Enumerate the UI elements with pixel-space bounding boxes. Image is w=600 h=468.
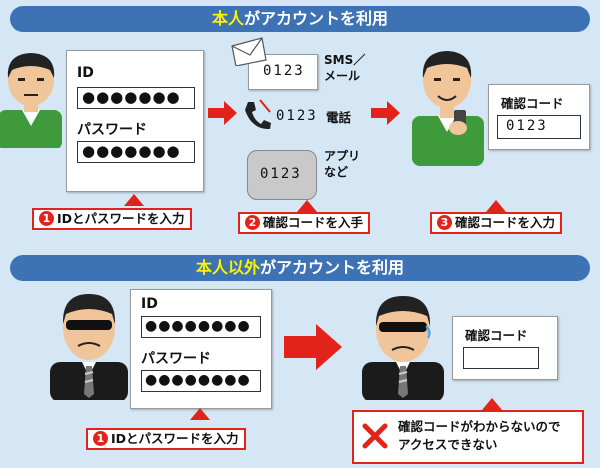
attacker-step-1-number: 1 — [93, 431, 108, 446]
password-field[interactable]: ●●●●●●● — [77, 141, 195, 163]
confirm-value: 0123 — [506, 118, 548, 134]
sms-label: SMS／ メール — [324, 52, 365, 84]
attacker-login-panel: ID ●●●●●●●● パスワード ●●●●●●●● — [130, 289, 272, 409]
owner-with-phone-icon — [412, 51, 484, 166]
attacker-confirm-field[interactable] — [463, 347, 539, 369]
arrow-right-icon — [371, 101, 400, 125]
pointer-icon — [486, 200, 506, 212]
phone-icon — [245, 99, 271, 130]
arrow-right-icon — [208, 101, 237, 125]
attacker-id-value: ●●●●●●●● — [145, 318, 251, 334]
step-1-number: 1 — [39, 211, 54, 226]
step-2-number: 2 — [245, 215, 260, 230]
pointer-icon — [297, 200, 317, 212]
id-field[interactable]: ●●●●●●● — [77, 87, 195, 109]
attacker-confirm-label: 確認コード — [465, 328, 528, 343]
app-code: 0123 — [260, 166, 302, 182]
attacker-id-field[interactable]: ●●●●●●●● — [141, 316, 261, 338]
confirm-field[interactable]: 0123 — [497, 115, 581, 139]
step-3-text: 確認コードを入力 — [455, 215, 556, 230]
password-value: ●●●●●●● — [82, 142, 181, 160]
id-value: ●●●●●●● — [82, 88, 181, 106]
pointer-icon — [124, 194, 144, 206]
banner-attacker: 本人以外がアカウントを利用 — [10, 255, 590, 281]
banner-text: がアカウントを利用 — [260, 258, 405, 277]
attacker-password-value: ●●●●●●●● — [145, 372, 251, 388]
app-label: アプリ など — [324, 148, 360, 180]
step-3-number: 3 — [437, 215, 452, 230]
step-2-text: 確認コードを入手 — [263, 215, 364, 230]
step-1-text: IDとパスワードを入力 — [57, 211, 185, 226]
envelope-icon — [231, 37, 267, 66]
sms-code: 0123 — [263, 63, 305, 79]
id-label: ID — [77, 65, 94, 81]
password-label: パスワード — [77, 122, 147, 138]
fail-line2: アクセスできない — [398, 437, 498, 452]
arrow-right-icon — [284, 324, 342, 370]
banner-highlight: 本人 — [211, 9, 244, 28]
login-panel: ID ●●●●●●● パスワード ●●●●●●● — [66, 50, 204, 192]
app-label-line1: アプリ — [324, 149, 361, 163]
attacker-password-label: パスワード — [141, 351, 211, 367]
cross-icon — [362, 423, 388, 449]
attacker-confirm-panel: 確認コード — [452, 316, 558, 380]
fail-box: 確認コードがわからないので アクセスできない — [352, 410, 584, 464]
attacker-person-icon — [362, 296, 444, 400]
sms-label-line1: SMS／ — [324, 53, 366, 67]
phone-code: 0123 — [276, 108, 318, 124]
banner-owner: 本人がアカウントを利用 — [10, 6, 590, 32]
sms-label-line2: メール — [324, 69, 361, 83]
attacker-id-label: ID — [141, 296, 158, 312]
confirm-label: 確認コード — [501, 96, 564, 111]
banner-text: がアカウントを利用 — [244, 9, 389, 28]
attacker-password-field[interactable]: ●●●●●●●● — [141, 370, 261, 392]
pointer-icon — [482, 398, 502, 410]
pointer-icon — [190, 408, 210, 420]
phone-label: 電話 — [326, 110, 352, 125]
app-label-line2: など — [324, 165, 349, 179]
attacker-step-1-text: IDとパスワードを入力 — [111, 431, 239, 446]
confirm-panel: 確認コード 0123 — [488, 84, 590, 150]
app-box: 0123 — [247, 150, 317, 200]
fail-line1: 確認コードがわからないので — [398, 419, 561, 434]
attacker-person-icon — [50, 294, 128, 400]
fail-text: 確認コードがわからないので アクセスできない — [398, 418, 561, 454]
owner-person-icon — [0, 53, 62, 148]
banner-highlight: 本人以外 — [195, 258, 260, 277]
